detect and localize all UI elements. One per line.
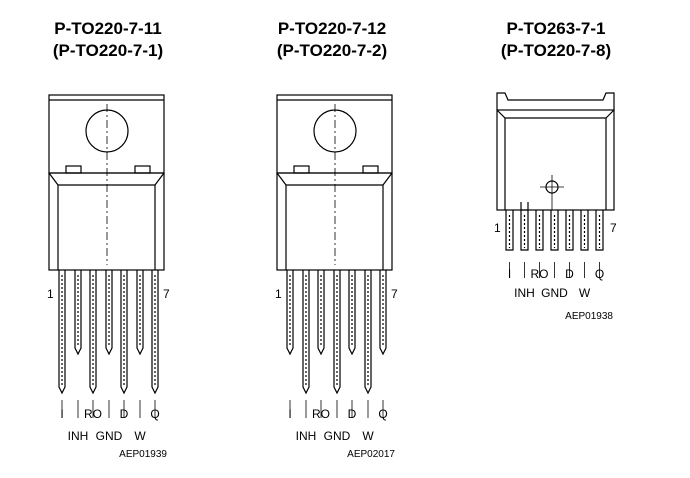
package-3-pin-first: 1 [494, 221, 501, 235]
package-3-title-line1: P-TO263-7-1 [506, 19, 606, 38]
package-1-ref-code: AEP01939 [119, 449, 167, 460]
package-2-pin-name-ro: RO [312, 407, 330, 421]
package-3-drawing [496, 92, 615, 278]
package-2-pin-last: 7 [391, 287, 398, 301]
package-1-pin-last: 7 [163, 287, 170, 301]
package-1-pin-markers [61, 400, 156, 418]
package-3-pin-name-inh: INH [514, 286, 535, 300]
package-3-pin-name-gnd: GND [541, 286, 568, 300]
package-2-title-line1: P-TO220-7-12 [277, 19, 387, 38]
package-1-pin-name-ro: RO [84, 407, 102, 421]
package-1-pin-name-inh: INH [68, 429, 89, 443]
package-3-title-line2: (P-TO220-7-8) [500, 41, 612, 60]
package-2-pin-name-gnd: GND [324, 429, 351, 443]
package-3-pin-name-d: D [565, 267, 574, 281]
package-2-title: P-TO220-7-12 (P-TO220-7-2) [232, 18, 432, 62]
package-3-ref-code: AEP01938 [565, 311, 613, 322]
package-1-pin-first: 1 [47, 287, 54, 301]
package-3-labels: 1 7 I RO D Q INH GND W AEP01938 [494, 221, 617, 322]
package-1-drawing [48, 94, 165, 418]
package-2-pin-name-i: I [288, 407, 291, 421]
package-3-leads [505, 202, 604, 251]
package-2-tab [276, 94, 393, 174]
package-1-pin-name-d: D [120, 407, 129, 421]
package-2-pin-markers [289, 400, 384, 418]
package-3-pin-markers [509, 262, 600, 278]
package-1-title-line1: P-TO220-7-11 [54, 19, 162, 38]
package-3-pin-last: 7 [610, 221, 617, 235]
package-1-pin-name-w: W [134, 429, 146, 443]
package-3-pin-name-w: W [579, 286, 591, 300]
package-3-title: P-TO263-7-1 (P-TO220-7-8) [456, 18, 656, 62]
package-1-pin-name-gnd: GND [96, 429, 123, 443]
package-2-labels: 1 7 I RO D Q INH GND W AEP02017 [275, 287, 398, 460]
package-2-pin-name-d: D [348, 407, 357, 421]
package-1-labels: 1 7 I RO D Q INH GND W AEP01939 [47, 287, 170, 460]
package-1-tab [48, 94, 165, 174]
package-2-leads [286, 270, 387, 395]
package-1-leads [58, 270, 159, 395]
package-2-body [276, 172, 393, 271]
package-1-pin-name-q: Q [150, 407, 159, 421]
package-3-tab [496, 92, 615, 110]
package-2-pin-name-inh: INH [296, 429, 317, 443]
package-1-pin-name-i: I [60, 407, 63, 421]
package-1-title: P-TO220-7-11 (P-TO220-7-1) [8, 18, 208, 62]
package-2-ref-code: AEP02017 [347, 449, 395, 460]
package-2-title-line2: (P-TO220-7-2) [276, 41, 388, 60]
package-1-body [48, 172, 165, 271]
package-3-pin-name-ro: RO [531, 267, 549, 281]
package-2-pin-name-q: Q [378, 407, 387, 421]
package-2-drawing [276, 94, 393, 418]
package-1-title-line2: (P-TO220-7-1) [52, 41, 164, 60]
package-2-pin-first: 1 [275, 287, 282, 301]
package-3-body [496, 109, 615, 211]
package-2-pin-name-w: W [362, 429, 374, 443]
package-3-pin-name-q: Q [595, 267, 604, 281]
package-3-pin-name-i: I [508, 267, 511, 281]
